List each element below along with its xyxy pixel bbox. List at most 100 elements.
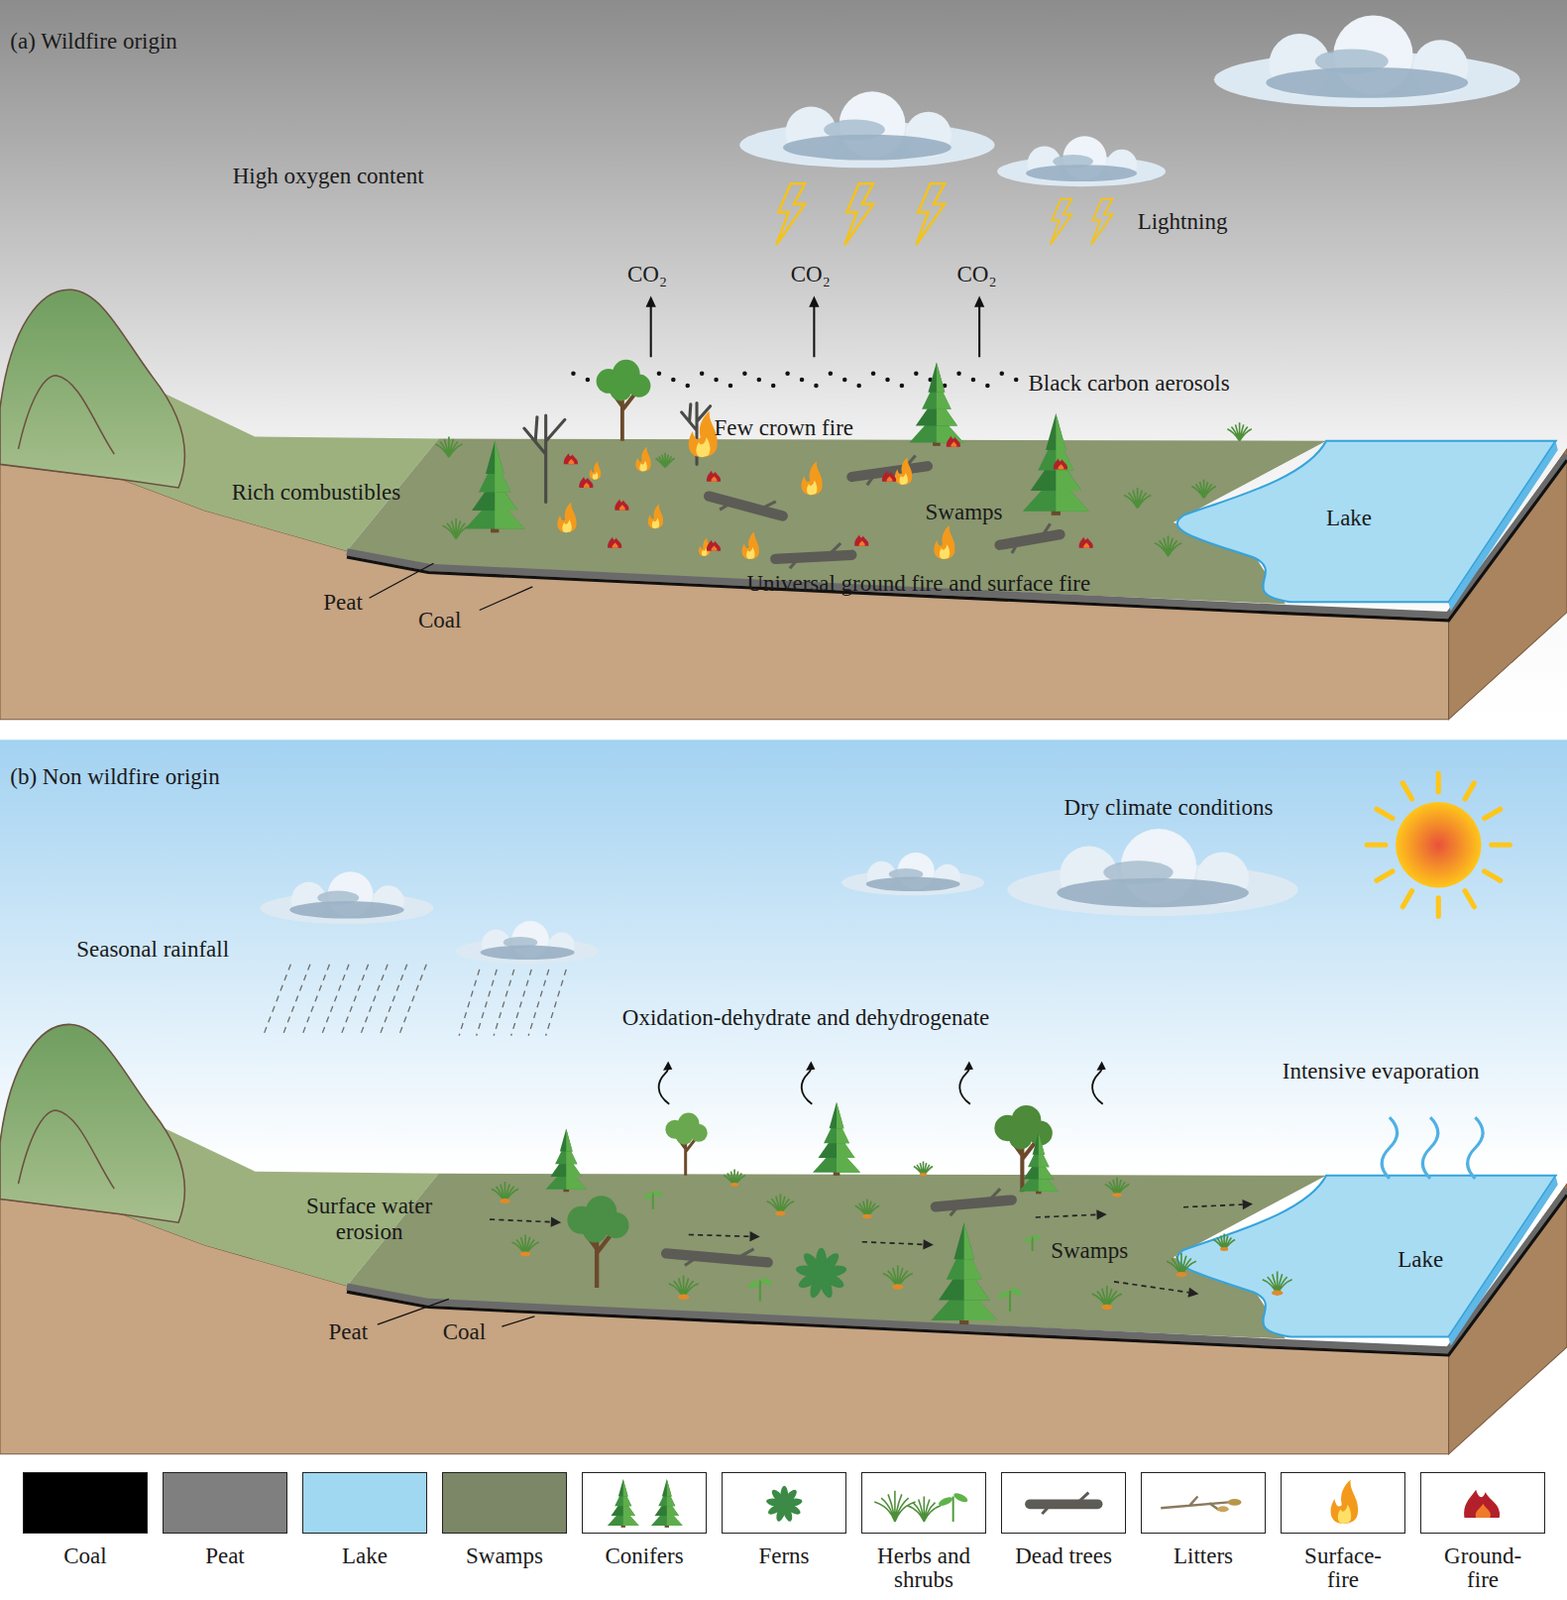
log-branch [1041, 1492, 1089, 1515]
rain-streak [528, 969, 550, 1036]
cloud [1007, 828, 1298, 916]
conifer-tree [908, 361, 964, 446]
rain-streak [340, 964, 369, 1036]
surface-fire [800, 460, 822, 495]
lightning-bolt [844, 183, 874, 245]
grass-blades [913, 1160, 933, 1175]
tree-foliage-light [1038, 1132, 1045, 1155]
tree-foliage [1045, 413, 1067, 450]
evaporation-wave [1381, 1117, 1397, 1179]
log-body [994, 528, 1067, 552]
legend-swatch [861, 1471, 988, 1534]
black-carbon-dot [842, 377, 848, 383]
legend-swatch [442, 1471, 568, 1534]
grass-tuft [767, 1193, 794, 1216]
legend-text: Ferns [734, 1544, 834, 1568]
grass-base [1101, 1304, 1113, 1310]
legend-text: Herbs and shrubs [874, 1544, 974, 1592]
black-carbon-dot [742, 370, 748, 376]
vapour-arrow [959, 1065, 971, 1105]
cloud-shade [503, 936, 539, 949]
flame-outer [895, 456, 912, 485]
legend-swatch [162, 1471, 289, 1534]
lake-side [1449, 442, 1559, 612]
rain-streak [546, 969, 567, 1036]
ground-fire-inner [1083, 542, 1090, 549]
flame-inner [561, 519, 571, 533]
black-carbon-dot [757, 377, 763, 383]
grass-tuft [1262, 1271, 1293, 1296]
black-carbon-dot [828, 370, 834, 376]
grass-base [919, 1172, 927, 1176]
annotation-label: Black carbon aerosols [1028, 370, 1231, 396]
conifer-tree [464, 441, 525, 534]
ground-fire-outer [706, 470, 721, 482]
rain-streak [302, 964, 331, 1036]
annotation-label: Peat [323, 589, 363, 615]
cloud-shade [823, 118, 886, 140]
flow-arrow [862, 1241, 924, 1245]
log-body [1024, 1499, 1103, 1510]
legend-swatch [721, 1471, 848, 1534]
annotation-label: Universal ground fire and surface fire [746, 570, 1091, 596]
grass-base [1112, 1192, 1121, 1197]
conifer-tree [607, 1478, 640, 1528]
mountain [0, 289, 185, 488]
black-carbon-dot [784, 370, 790, 376]
sun-ray [1436, 897, 1442, 917]
flow-arrow-head [1241, 1199, 1253, 1210]
scene [0, 0, 1567, 1455]
log-body [846, 459, 934, 482]
landscape-block [0, 289, 1567, 719]
sun-ray [1436, 773, 1442, 792]
surface-fire [557, 501, 576, 533]
black-carbon-dot [1000, 370, 1006, 376]
leader-line [377, 1298, 449, 1325]
arrow-head [974, 296, 985, 308]
seedling [642, 1189, 664, 1210]
cloud-shade [889, 868, 924, 881]
legend-swatch [1280, 1471, 1407, 1534]
ground-fire [1053, 457, 1068, 469]
cloud-shade [317, 891, 359, 905]
grass-tuft [913, 1160, 933, 1176]
conifer-tree [930, 1222, 998, 1325]
black-carbon-dot [684, 383, 690, 389]
flame-inner [592, 471, 599, 480]
log-body [661, 1247, 775, 1268]
ground-fire-inner [859, 540, 866, 547]
ground-fire-inner [583, 481, 590, 488]
lightning-bolt [776, 183, 805, 245]
ground-fire-outer [882, 470, 896, 482]
fern-frond [800, 1249, 827, 1278]
fallen-log [929, 1187, 1018, 1218]
fern [765, 1485, 803, 1523]
seedling-leaf [1031, 1233, 1041, 1241]
flow-arrow [489, 1219, 552, 1223]
tree-crown [627, 374, 651, 398]
black-carbon-dot [885, 377, 891, 383]
fallen-log [701, 482, 791, 528]
rain-streak [282, 964, 311, 1036]
seedling-leaf [936, 1495, 954, 1508]
fallen-log [992, 521, 1067, 557]
grass-blades [1213, 1232, 1235, 1249]
legend-text: Dead trees [1013, 1544, 1114, 1568]
annotation-label: Dry climate conditions [1064, 794, 1274, 820]
tree-foliage-light [964, 1222, 975, 1259]
vapour-arrow-head [663, 1061, 672, 1071]
black-carbon-dot [1013, 377, 1019, 383]
seedling [747, 1276, 774, 1302]
arrow-head [808, 296, 819, 308]
cloud [841, 852, 985, 896]
log-body [770, 549, 858, 564]
flow-arrow [1035, 1214, 1098, 1218]
grass-tuft [656, 452, 675, 467]
rain-streak [321, 964, 349, 1036]
ground-fire-inner [950, 441, 957, 448]
grass-base [520, 1251, 531, 1257]
legend-swatch [1001, 1471, 1127, 1534]
seedling [936, 1491, 969, 1522]
ground-fire-outer [607, 537, 622, 549]
vapour-arrow-head [964, 1061, 974, 1071]
